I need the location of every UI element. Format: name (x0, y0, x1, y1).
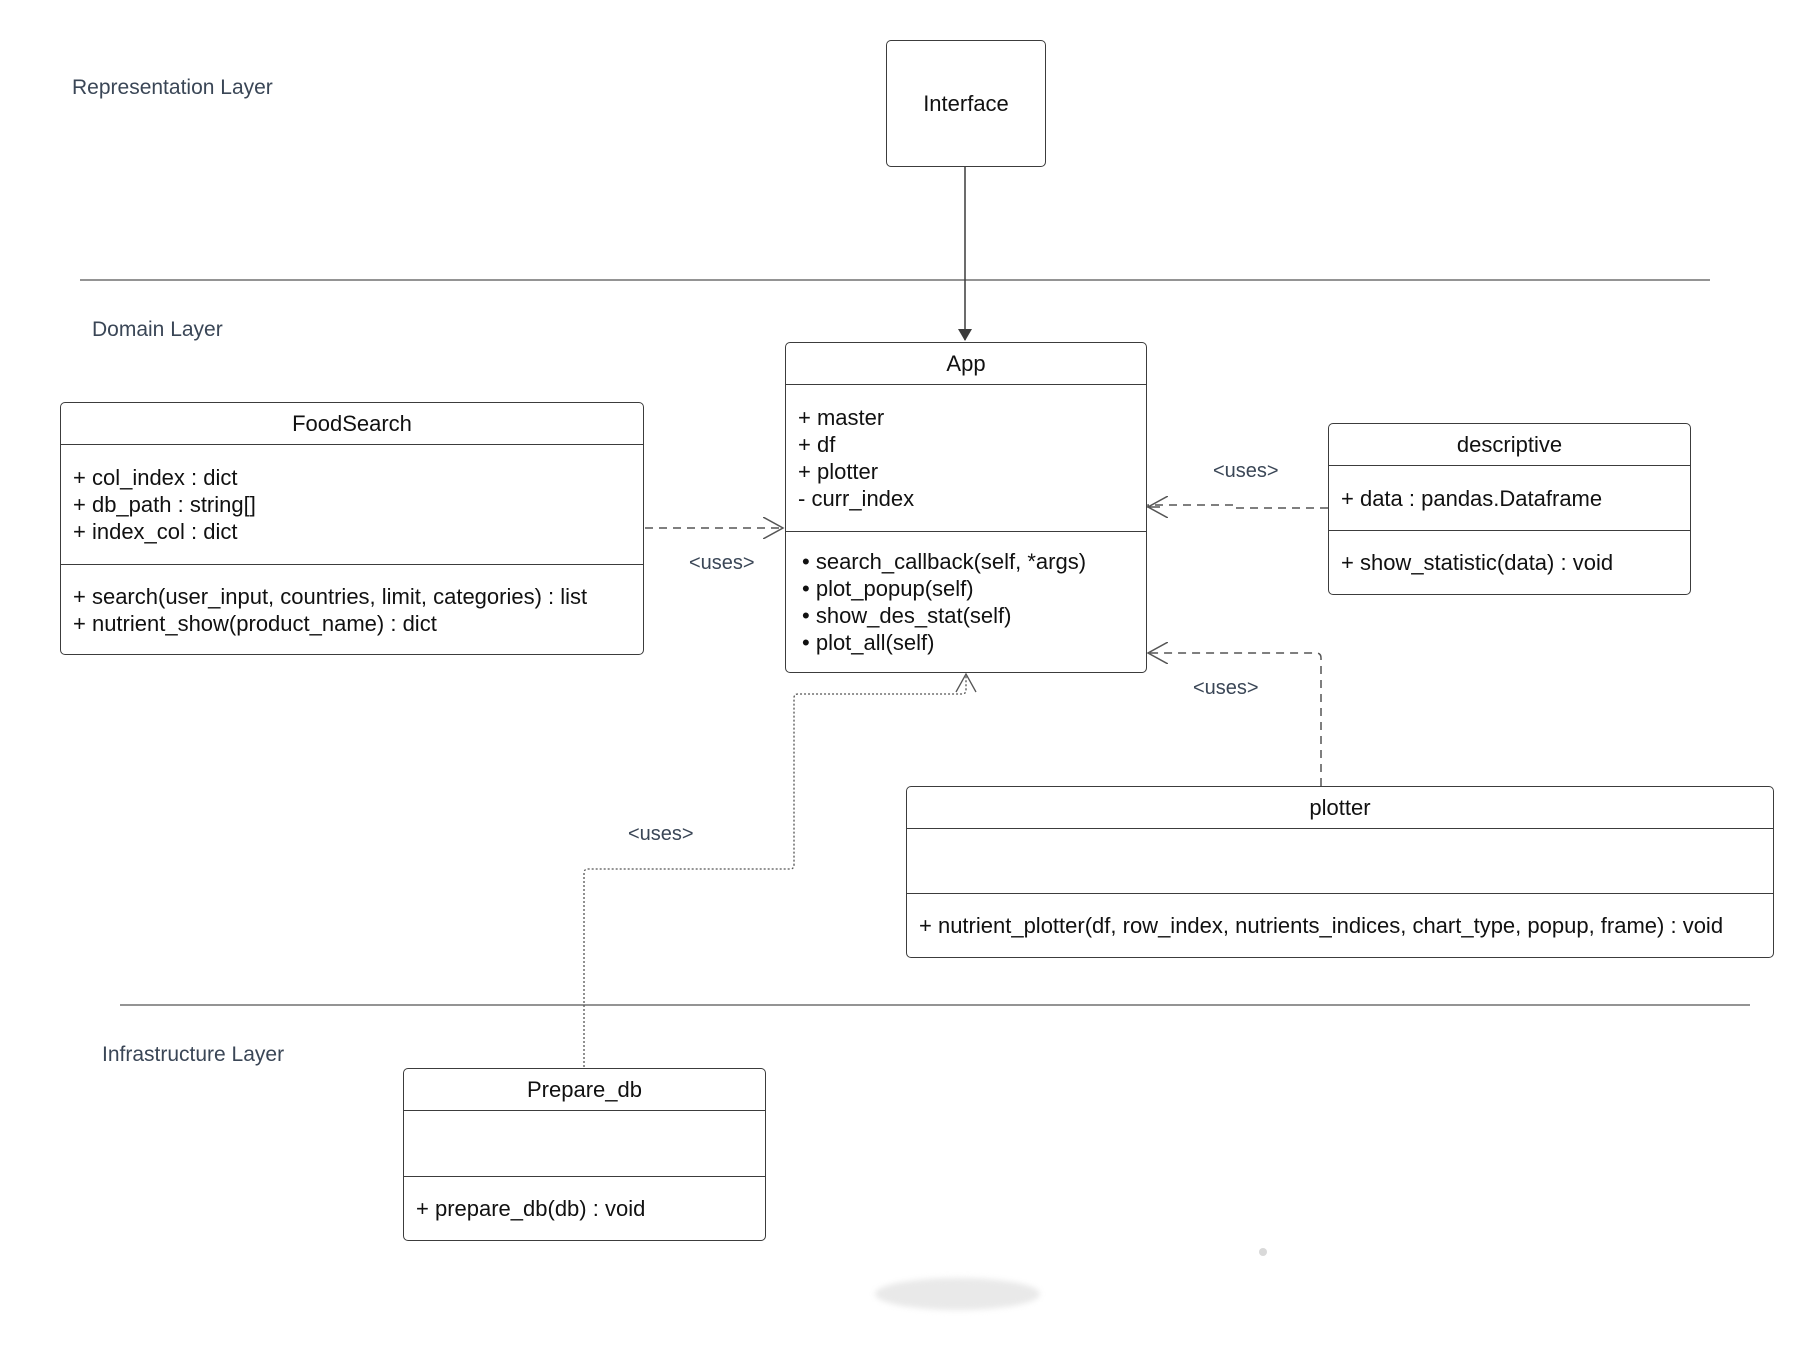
descriptive-attributes: + data : pandas.Dataframe (1329, 466, 1690, 530)
plotter-to-app-dependency (1148, 653, 1322, 786)
eraser-smudge (875, 1278, 1040, 1310)
layer-label-domain: Domain Layer (92, 318, 223, 341)
app-attribute: + plotter (798, 459, 879, 484)
descriptive-to-app-dependency (1147, 504, 1328, 509)
app-attribute: + master (798, 405, 885, 430)
foodsearch-attributes: + col_index : dict + db_path : string[] … (61, 445, 643, 564)
foodsearch-attribute: + index_col : dict (73, 519, 238, 544)
app-attribute: + df (798, 432, 836, 457)
foodsearch-class-name: FoodSearch (61, 403, 643, 445)
app-attributes: + master + df + plotter - curr_index (786, 385, 1146, 531)
app-attribute: - curr_index (798, 486, 915, 511)
plotter-uses-label: <uses> (1193, 677, 1259, 699)
foodsearch-attribute: + col_index : dict (73, 465, 238, 490)
descriptive-class-name: descriptive (1329, 424, 1690, 466)
descriptive-uses-label: <uses> (1213, 460, 1279, 482)
descriptive-method: + show_statistic(data) : void (1341, 550, 1614, 575)
plotter-attributes (907, 829, 1773, 893)
foodsearch-class[interactable]: FoodSearch + col_index : dict + db_path … (60, 402, 644, 655)
foodsearch-methods: + search(user_input, countries, limit, c… (61, 564, 643, 654)
descriptive-methods: + show_statistic(data) : void (1329, 530, 1690, 594)
app-method: show_des_stat(self) (802, 602, 1134, 629)
plotter-class[interactable]: plotter + nutrient_plotter(df, row_index… (906, 786, 1774, 958)
plotter-method: + nutrient_plotter(df, row_index, nutrie… (919, 913, 1724, 938)
prepare-db-class[interactable]: Prepare_db + prepare_db(db) : void (403, 1068, 766, 1241)
layer-label-representation: Representation Layer (72, 76, 273, 99)
descriptive-class[interactable]: descriptive + data : pandas.Dataframe + … (1328, 423, 1691, 595)
layer-label-infrastructure: Infrastructure Layer (102, 1043, 285, 1066)
app-method: search_callback(self, *args) (802, 548, 1134, 575)
foodsearch-method: + search(user_input, countries, limit, c… (73, 583, 588, 609)
app-method: plot_all(self) (802, 629, 1134, 656)
descriptive-attribute: + data : pandas.Dataframe (1341, 485, 1603, 511)
interface-name: Interface (923, 90, 1009, 116)
prepare-db-class-name: Prepare_db (404, 1069, 765, 1111)
app-method: plot_popup(self) (802, 575, 1134, 602)
plotter-class-name: plotter (907, 787, 1773, 829)
prepare-db-uses-label: <uses> (628, 823, 694, 845)
stray-dot (1259, 1248, 1267, 1256)
prepare-db-method: + prepare_db(db) : void (416, 1196, 646, 1221)
app-class-name: App (786, 343, 1146, 385)
prepare-db-methods: + prepare_db(db) : void (404, 1176, 765, 1240)
interface-box[interactable]: Interface (886, 40, 1046, 167)
prepare-db-attributes (404, 1111, 765, 1176)
app-methods: search_callback(self, *args) plot_popup(… (786, 531, 1146, 672)
foodsearch-uses-label: <uses> (689, 552, 755, 574)
prepare-db-to-app-dependency (583, 674, 967, 1067)
foodsearch-attribute: + db_path : string[] (73, 492, 256, 517)
app-class[interactable]: App + master + df + plotter - curr_index… (785, 342, 1147, 673)
prepare-db-to-app-arrowhead (955, 672, 977, 693)
foodsearch-method: + nutrient_show(product_name) : dict (73, 610, 437, 636)
plotter-methods: + nutrient_plotter(df, row_index, nutrie… (907, 893, 1773, 957)
